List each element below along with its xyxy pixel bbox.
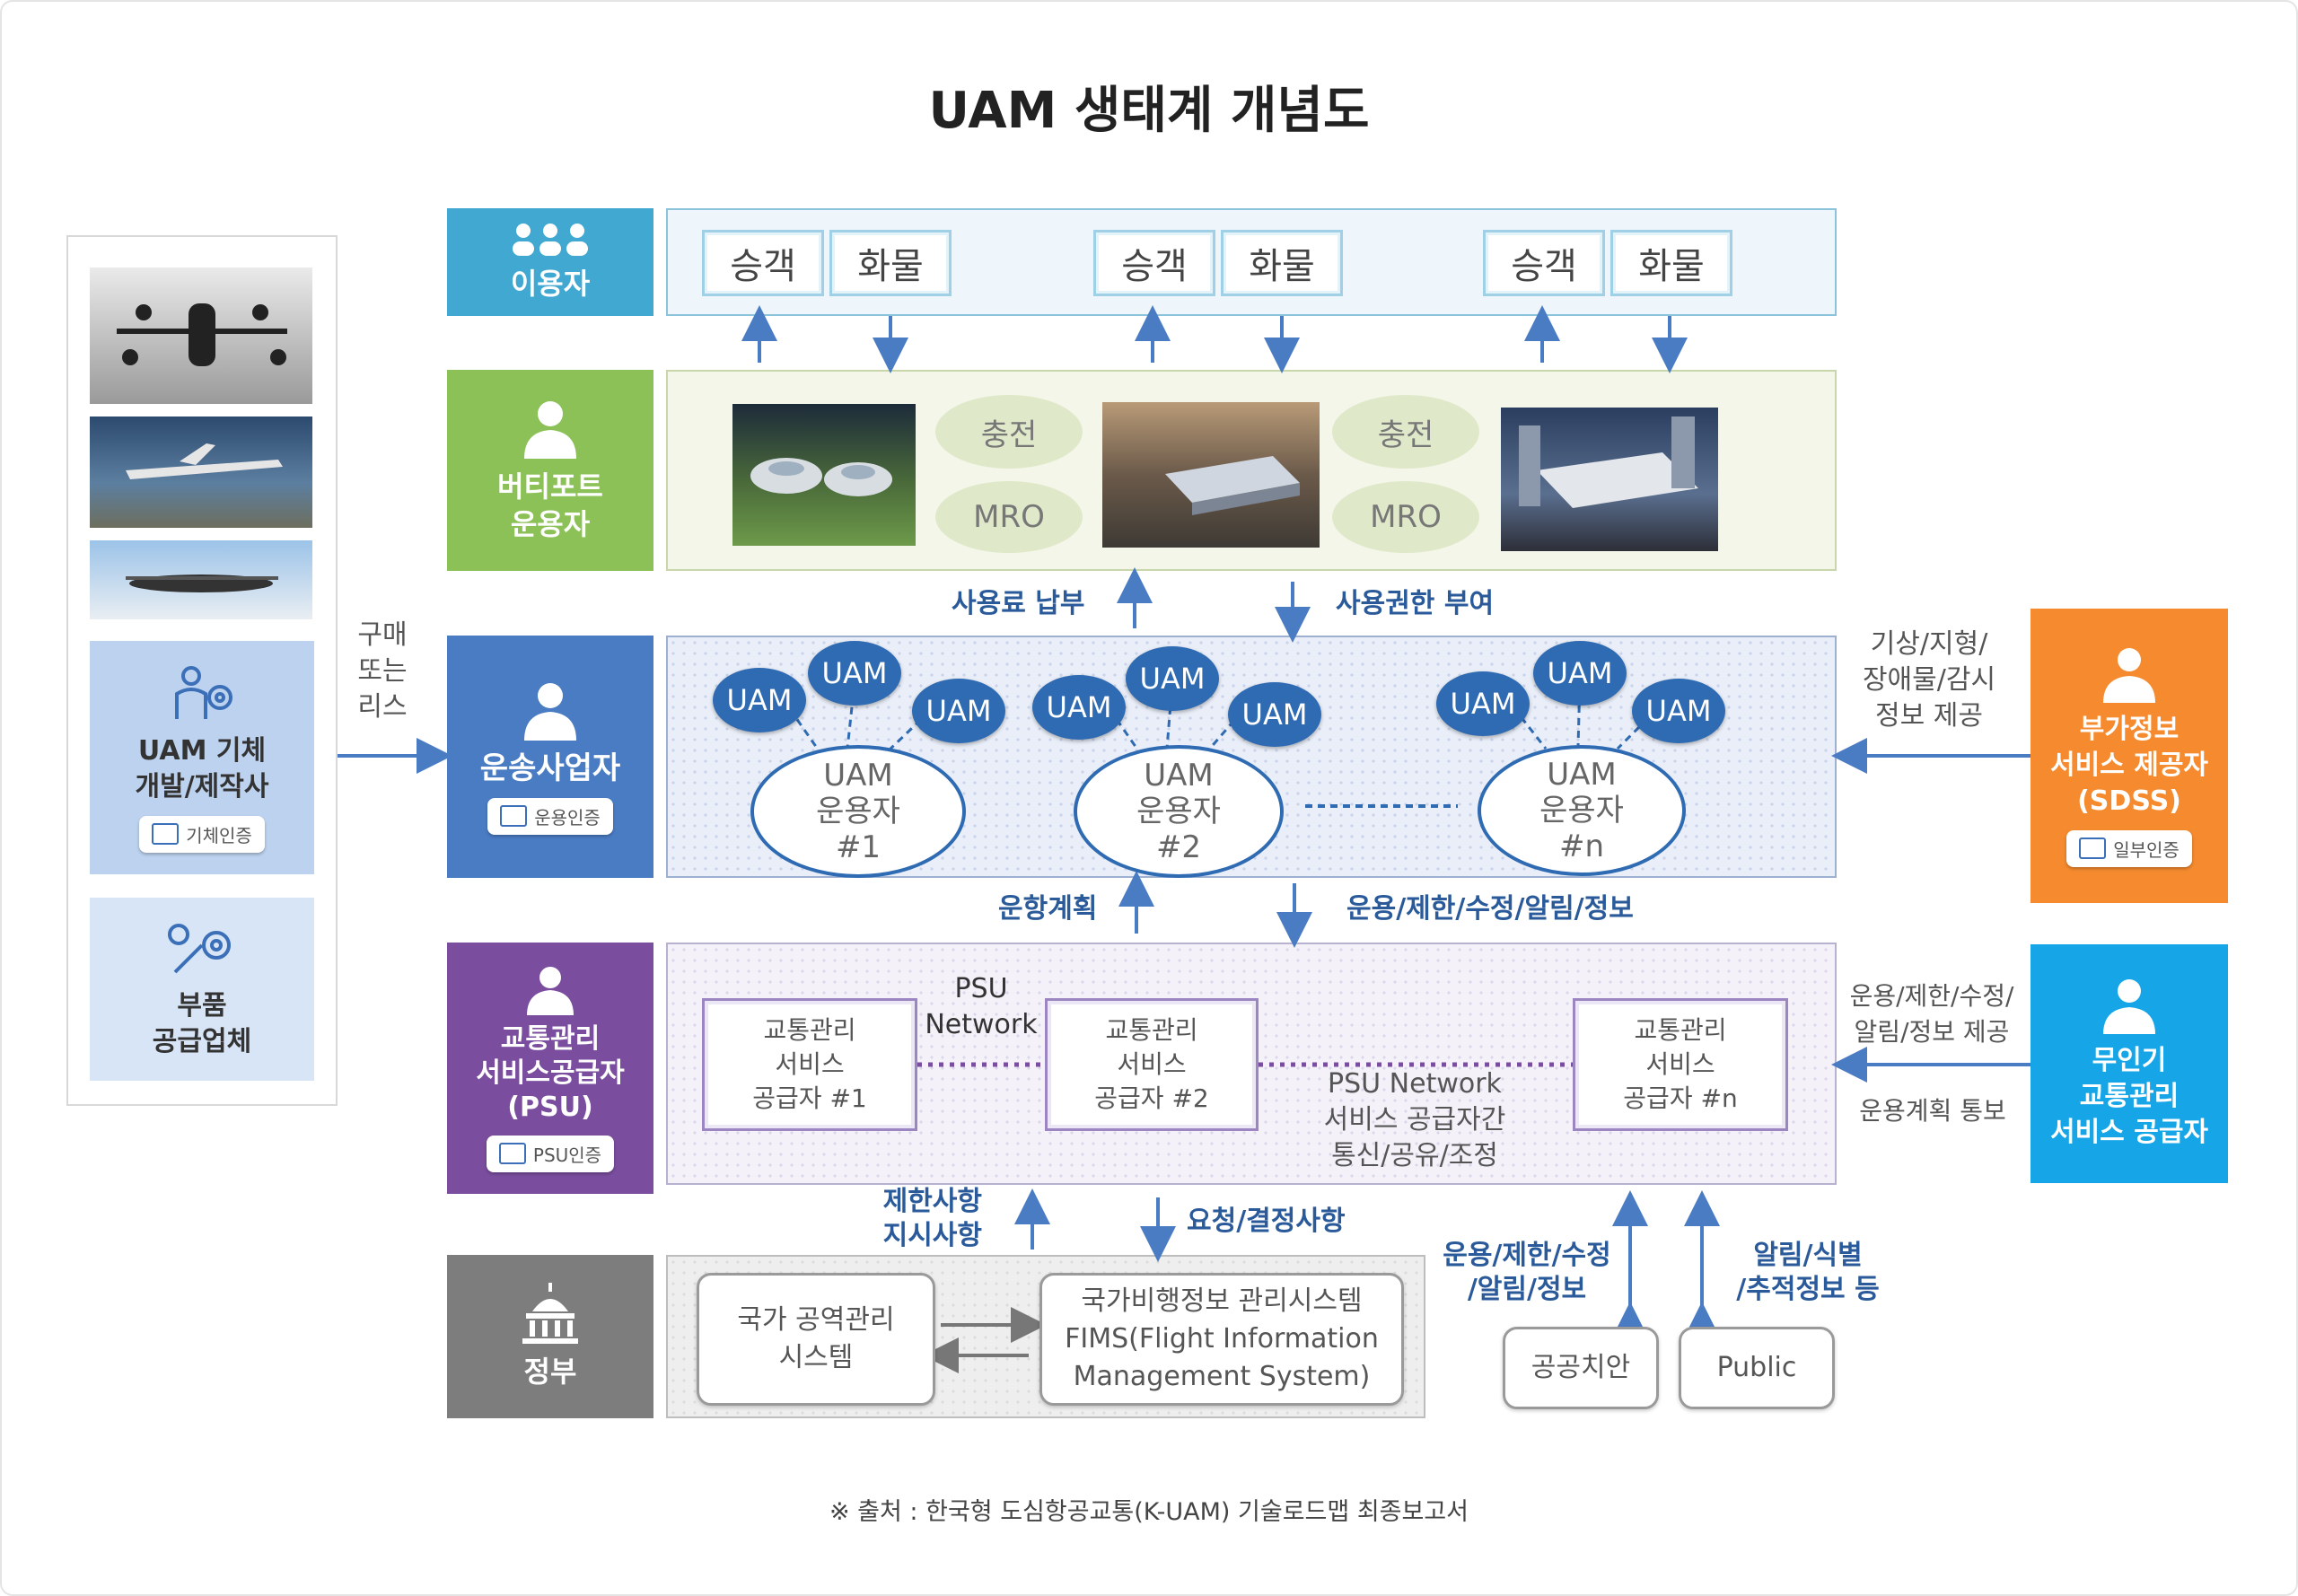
psu-cert-label: PSU인증 (532, 1144, 602, 1166)
band-psu: 교통관리 서비스공급자 (PSU) PSU인증 (447, 943, 653, 1194)
note-drone-info: 운용/제한/수정/ 알림/정보 제공 (1849, 981, 2014, 1047)
band-gov: 정부 (447, 1255, 653, 1418)
note-request: 요청/결정사항 (1187, 1206, 1346, 1237)
uam-aircraft: UAM (912, 679, 1005, 743)
capitol-icon (522, 1283, 578, 1344)
person-icon (2103, 647, 2155, 703)
uam-aircraft: UAM (1032, 675, 1126, 740)
note-restrict: 제한사항 지시사항 (882, 1186, 982, 1251)
note-ops: 운용/제한/수정/알림/정보 (1346, 893, 1634, 925)
note-public-2: 알림/식별 /추적정보 등 (1736, 1240, 1880, 1305)
uam-operator-n: UAM 운용자 #n (1478, 745, 1686, 876)
source-caption: ※ 출처 : 한국형 도심항공교통(K-UAM) 기술로드맵 최종보고서 (829, 1498, 1469, 1526)
user-cargo-1: 화물 (829, 230, 952, 296)
uam-aircraft: UAM (1436, 671, 1530, 736)
public-box: Public (1679, 1327, 1835, 1409)
drone-box: 무인기 교통관리 서비스 공급자 (2030, 944, 2228, 1183)
uam-operator-1: UAM 운용자 #1 (750, 745, 966, 878)
charge-label-2: 충전 (1332, 395, 1479, 469)
user-cargo-3: 화물 (1610, 230, 1732, 296)
charge-label-1: 충전 (935, 395, 1083, 469)
sdss-box: 부가정보 서비스 제공자 (SDSS) 일부인증 (2030, 609, 2228, 903)
aircraft-photo-3 (90, 540, 312, 619)
band-operator-label: 운송사업자 (479, 750, 621, 786)
fims-system: 국가비행정보 관리시스템 FIMS(Flight Information Man… (1039, 1273, 1404, 1406)
psu-provider-2: 교통관리 서비스 공급자 #2 (1045, 998, 1259, 1131)
note-weather: 기상/지형/ 장애물/감시 정보 제공 (1862, 628, 1996, 732)
psu-provider-1: 교통관리 서비스 공급자 #1 (702, 998, 917, 1131)
psu-network-label: PSU Network (925, 973, 1038, 1040)
uam-aircraft: UAM (808, 641, 901, 706)
note-public-1: 운용/제한/수정 /알림/정보 (1443, 1240, 1611, 1305)
uam-aircraft: UAM (1632, 679, 1725, 743)
psu-cert-badge: PSU인증 (486, 1135, 615, 1172)
operator-cert-label: 운용인증 (534, 806, 601, 829)
parts-label: 부품 공급업체 (152, 990, 252, 1057)
uam-aircraft: UAM (713, 668, 806, 732)
person-icon (524, 401, 576, 459)
uam-aircraft: UAM (1126, 646, 1219, 711)
person-gear-icon (175, 665, 232, 719)
note-plan: 운항계획 (998, 893, 1098, 925)
note-rights: 사용권한 부여 (1336, 588, 1495, 619)
uam-aircraft: UAM (1533, 641, 1627, 706)
person-icon (2103, 979, 2155, 1034)
maker-box: UAM 기체 개발/제작사 기체인증 (90, 641, 314, 874)
sdss-cert-badge: 일부인증 (2066, 829, 2192, 867)
mro-label-1: MRO (935, 481, 1083, 553)
certificate-icon (2079, 837, 2107, 859)
airspace-system: 국가 공역관리 시스템 (697, 1273, 935, 1406)
drone-label: 무인기 교통관리 서비스 공급자 (2049, 1045, 2209, 1148)
band-psu-label: 교통관리 서비스공급자 (PSU) (476, 1022, 625, 1123)
purchase-label: 구매 또는 리스 (357, 619, 408, 723)
operator-cert-badge: 운용인증 (487, 797, 613, 835)
note-fee: 사용료 납부 (952, 588, 1085, 619)
uam-aircraft: UAM (1228, 682, 1321, 747)
user-passenger-3: 승객 (1483, 230, 1605, 296)
person-icon (524, 682, 576, 741)
certificate-icon (500, 805, 528, 827)
vertiport-photo-3 (1501, 408, 1718, 551)
band-vertiport-label: 버티포트 운용자 (497, 469, 603, 541)
user-passenger-2: 승객 (1093, 230, 1215, 296)
page-title: UAM 생태계 개념도 (928, 82, 1370, 140)
uam-operator-2: UAM 운용자 #2 (1074, 745, 1284, 878)
vertiport-photo-1 (732, 404, 916, 546)
public-safety: 공공치안 (1503, 1327, 1659, 1409)
maker-label: UAM 기체 개발/제작사 (135, 734, 269, 802)
user-cargo-2: 화물 (1221, 230, 1343, 296)
mro-label-2: MRO (1332, 481, 1479, 553)
sdss-cert-label: 일부인증 (2113, 838, 2180, 861)
wrench-gear-icon (168, 924, 231, 974)
aircraft-photo-2 (90, 417, 312, 528)
band-user: 이용자 (447, 208, 653, 316)
band-user-label: 이용자 (510, 267, 591, 301)
certificate-icon (152, 823, 180, 845)
vertiport-photo-2 (1102, 402, 1320, 548)
band-operator: 운송사업자 운용인증 (447, 636, 653, 878)
aircraft-photo-1 (90, 267, 312, 404)
psu-network-desc: PSU Network 서비스 공급자간 통신/공유/조정 (1323, 1068, 1506, 1171)
user-passenger-1: 승객 (702, 230, 824, 296)
maker-cert-badge: 기체인증 (139, 815, 265, 853)
certificate-icon (498, 1143, 526, 1164)
person-icon (527, 966, 574, 1015)
note-drone-plan: 운용계획 통보 (1859, 1096, 2006, 1126)
users-icon (513, 224, 588, 256)
band-gov-label: 정부 (523, 1355, 577, 1389)
band-vertiport: 버티포트 운용자 (447, 370, 653, 571)
sdss-label: 부가정보 서비스 제공자 (SDSS) (2049, 713, 2209, 817)
parts-box: 부품 공급업체 (90, 898, 314, 1081)
psu-provider-n: 교통관리 서비스 공급자 #n (1573, 998, 1788, 1131)
maker-cert-label: 기체인증 (186, 824, 252, 846)
